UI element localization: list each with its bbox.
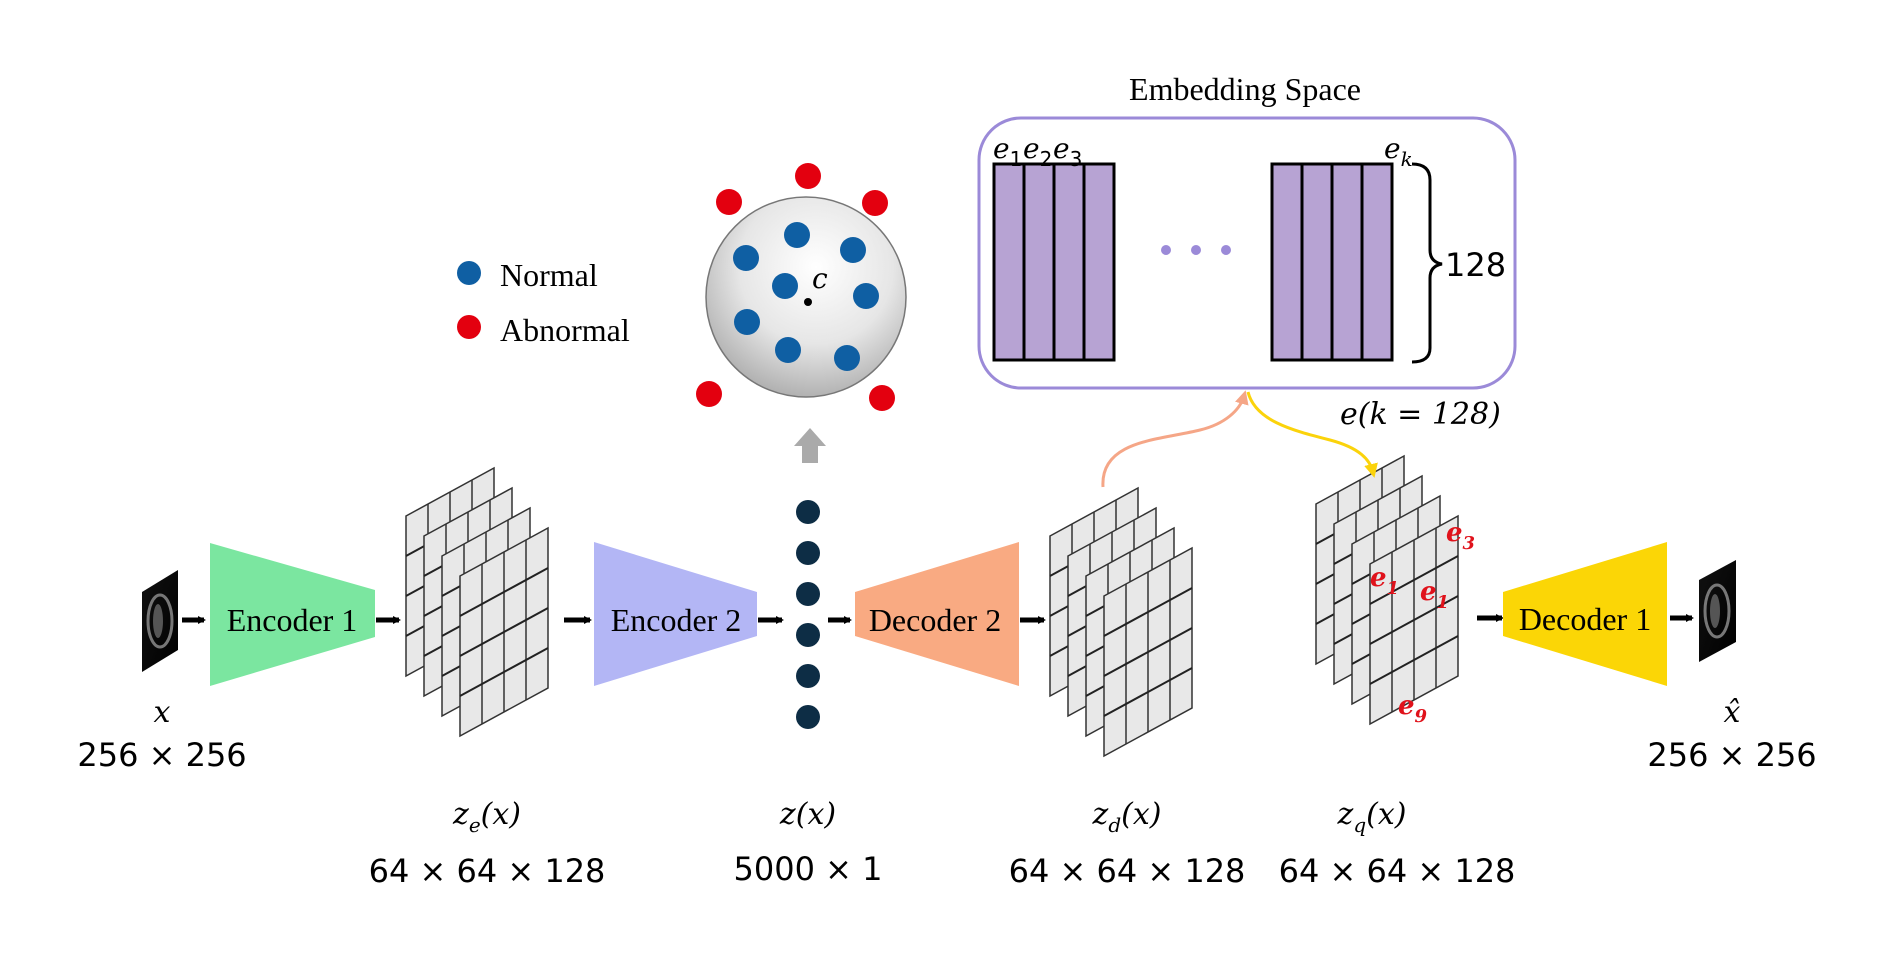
center-label: c [812, 262, 828, 295]
embedding-label-ek: ek [1384, 132, 1413, 171]
latent-dot [796, 541, 820, 565]
arrow-zd-to-embedding [1101, 390, 1249, 488]
feature-sheet [459, 526, 549, 738]
zd-symbol: zd(x) [1092, 797, 1162, 837]
latent-vector [796, 500, 820, 729]
up-arrow-icon [794, 428, 826, 463]
embedding-vector [1082, 162, 1116, 362]
embedding-columns-right [1270, 162, 1394, 362]
encoder2-label: Encoder 2 [611, 602, 742, 638]
encoder1-label: Encoder 1 [227, 602, 358, 638]
arrow-embedding-to-zq [1246, 391, 1378, 478]
normal-point [853, 283, 879, 309]
feature-sheet [1369, 514, 1459, 726]
z-shape: 5000 × 1 [734, 850, 883, 888]
sphere-points [696, 163, 895, 411]
decoder2-label: Decoder 2 [869, 602, 1001, 638]
embedding-vector [1270, 162, 1304, 362]
latent-dot [796, 664, 820, 688]
output-shape: 256 × 256 [1647, 736, 1816, 774]
normal-point [775, 337, 801, 363]
output-symbol: x̂ [1724, 695, 1741, 730]
normal-point [733, 245, 759, 271]
decoder2-block [855, 542, 1019, 686]
encoder1-block [210, 543, 375, 686]
latent-dot [796, 623, 820, 647]
latent-dot [796, 582, 820, 606]
legend-normal-label: Normal [500, 257, 598, 293]
zq-feature-stack [1315, 454, 1459, 726]
brace-icon [1411, 162, 1443, 364]
z-symbol: z(x) [779, 797, 836, 832]
ze-symbol: ze(x) [452, 797, 521, 837]
legend-normal-dot [457, 261, 481, 285]
center-point [804, 298, 812, 306]
embedding-label-e2: e2 [1023, 132, 1052, 171]
code-label: e3 [1446, 518, 1475, 554]
encoder2-block [594, 542, 757, 686]
zq-symbol: zq(x) [1337, 797, 1407, 837]
decoder1-label: Decoder 1 [1519, 601, 1651, 637]
normal-point [840, 237, 866, 263]
embedding-space-box [977, 116, 1517, 390]
feature-sheet [1103, 546, 1193, 758]
embedding-vector [992, 162, 1026, 362]
embedding-vector [1022, 162, 1056, 362]
latent-dot [796, 705, 820, 729]
abnormal-point [862, 190, 888, 216]
zd-feature-stack [1049, 486, 1193, 758]
input-symbol: x [154, 695, 171, 730]
code-label: e1 [1420, 577, 1449, 613]
label-zq: zq(x) 64 × 64 × 128 [1279, 797, 1516, 890]
embedding-label-e1: e1 [993, 132, 1022, 171]
zd-shape: 64 × 64 × 128 [1009, 852, 1246, 890]
embedding-columns-left [992, 162, 1116, 362]
code-label: e9 [1398, 691, 1428, 727]
embedding-space-title: Embedding Space [1129, 71, 1361, 107]
label-ze: ze(x) 64 × 64 × 128 [369, 797, 606, 890]
ze-shape: 64 × 64 × 128 [369, 852, 606, 890]
codebook-size-label: e(k = 128) [1340, 397, 1501, 432]
quantized-code-labels: e3 e1 e1 e9 [1370, 518, 1475, 727]
ellipsis-dots [1161, 245, 1231, 255]
embedding-vector [1300, 162, 1334, 362]
latent-dot [796, 500, 820, 524]
label-z: z(x) 5000 × 1 [734, 797, 883, 888]
label-output: x̂ 256 × 256 [1647, 695, 1816, 774]
ze-feature-stack [405, 466, 549, 738]
abnormal-point [795, 163, 821, 189]
input-shape: 256 × 256 [77, 736, 246, 774]
embedding-label-e3: e3 [1053, 132, 1082, 171]
input-image [142, 570, 178, 672]
zq-shape: 64 × 64 × 128 [1279, 852, 1516, 890]
code-label: e1 [1370, 563, 1399, 599]
normal-point [772, 273, 798, 299]
embedding-dimension: 128 [1445, 246, 1506, 284]
output-image [1699, 560, 1736, 662]
label-zd: zd(x) 64 × 64 × 128 [1009, 797, 1246, 890]
legend-abnormal-label: Abnormal [500, 312, 630, 348]
normal-point [734, 309, 760, 335]
normal-point [834, 345, 860, 371]
embedding-vector [1330, 162, 1364, 362]
embedding-vector [1360, 162, 1394, 362]
abnormal-point [696, 381, 722, 407]
legend-abnormal-dot [457, 315, 481, 339]
normal-point [784, 222, 810, 248]
label-input: x 256 × 256 [77, 695, 246, 774]
embedding-vector [1052, 162, 1086, 362]
abnormal-point [716, 189, 742, 215]
abnormal-point [869, 385, 895, 411]
legend: Normal Abnormal [457, 257, 630, 348]
decoder1-block [1503, 542, 1667, 686]
